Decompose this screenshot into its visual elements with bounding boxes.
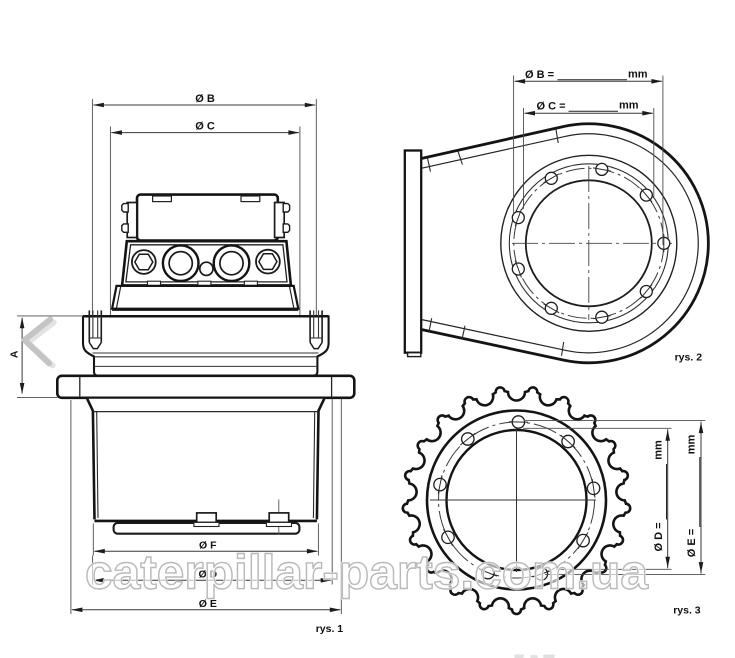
svg-text:caterpillar-parts.com.ua: caterpillar-parts.com.ua — [85, 546, 649, 600]
svg-text:Ø C =: Ø C = — [537, 101, 566, 113]
svg-text:Ø B: Ø B — [195, 93, 215, 105]
svg-text:rys. 2: rys. 2 — [675, 351, 703, 363]
svg-text:Ø D: Ø D — [198, 569, 217, 581]
svg-text:mm: mm — [652, 440, 664, 460]
svg-text:Ø D =: Ø D = — [653, 522, 665, 551]
svg-text:rys. 1: rys. 1 — [316, 623, 344, 635]
svg-text:mm: mm — [619, 100, 639, 112]
svg-text:A: A — [9, 350, 21, 358]
svg-text:mm: mm — [628, 68, 648, 80]
svg-text:rys. 3: rys. 3 — [673, 604, 701, 616]
svg-text:caterpillar-parts.com.ua: caterpillar-parts.com.ua — [85, 546, 649, 600]
svg-text:Ø E =: Ø E = — [686, 529, 698, 557]
svg-text:Ø C: Ø C — [195, 121, 215, 133]
svg-text:Ø F: Ø F — [199, 539, 217, 551]
svg-text:Ø E: Ø E — [199, 598, 217, 610]
svg-text:Ø B =: Ø B = — [525, 69, 554, 81]
svg-text:mm: mm — [685, 435, 697, 455]
